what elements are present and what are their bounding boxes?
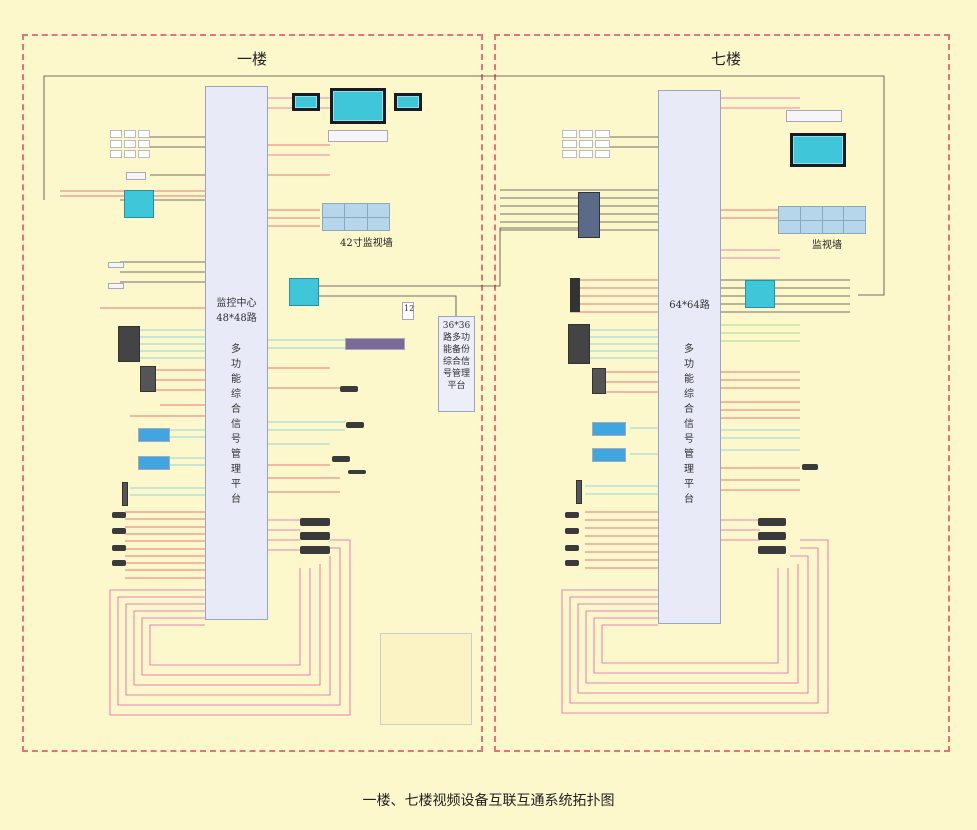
monitor-center-48x48-platform <box>205 86 268 620</box>
platform-title-line2: 48*48路 <box>216 313 257 324</box>
left-top-controller-box <box>328 130 388 142</box>
left-output-device-4 <box>348 470 366 474</box>
right-top-screen <box>790 133 846 167</box>
left-dvr-4 <box>112 560 126 566</box>
left-server-rack <box>140 366 156 392</box>
right-matrix-host <box>745 280 775 308</box>
right-device-stack <box>592 368 606 394</box>
left-monitor-wall-label: 42寸监视墙 <box>340 238 393 249</box>
left-nvr-1 <box>300 518 330 526</box>
right-output-device <box>802 464 818 470</box>
legend-box <box>380 633 472 725</box>
floor-1-region <box>22 34 483 752</box>
right-cyan-device-2 <box>592 448 626 462</box>
platform-title-line1: 监控中心 <box>216 298 257 309</box>
left-matrix-host-2 <box>289 278 319 306</box>
backup-36x36-platform <box>438 316 475 412</box>
left-matrix-host-1 <box>124 190 154 218</box>
small-number-box <box>402 302 414 320</box>
right-platform-title: 64*64路 <box>669 300 710 311</box>
left-dvr-2 <box>112 528 126 534</box>
platform-vertical-label: 多功能综合信号管理平台 <box>231 344 241 505</box>
right-column-rack <box>576 480 582 504</box>
left-dvr-3 <box>112 545 126 551</box>
left-input-box-1 <box>108 262 124 268</box>
right-nvr-3 <box>758 546 786 554</box>
left-cyan-device-2 <box>138 456 170 470</box>
right-keypad-panel <box>562 130 610 158</box>
right-camera-group <box>568 324 590 364</box>
right-top-controller-box <box>786 110 842 122</box>
left-42-inch-monitor-wall <box>322 203 390 231</box>
right-nvr-1 <box>758 518 786 526</box>
backup-platform-label: 36*36路多功能备份综合信号管理平台 <box>442 321 471 391</box>
left-dvr-1 <box>112 512 126 518</box>
left-output-device-1 <box>340 386 358 392</box>
right-platform-vertical-label: 多功能综合信号管理平台 <box>684 344 694 505</box>
right-dvr-1 <box>565 512 579 518</box>
left-cyan-device-1 <box>138 428 170 442</box>
left-camera-rack <box>118 326 140 362</box>
left-top-screen-3 <box>394 93 422 111</box>
right-cyan-device-1 <box>592 422 626 436</box>
left-output-device-3 <box>332 456 350 462</box>
floor-7-title: 七楼 <box>711 50 742 68</box>
right-dvr-3 <box>565 545 579 551</box>
right-dvr-4 <box>565 560 579 566</box>
right-nvr-2 <box>758 532 786 540</box>
right-monitor-wall <box>778 206 866 234</box>
left-output-device-2 <box>346 422 364 428</box>
floor-1-title: 一楼 <box>237 50 268 68</box>
floor-7-region <box>494 34 950 752</box>
right-camera-rack <box>570 278 580 312</box>
left-nvr-2 <box>300 532 330 540</box>
diagram-caption: 一楼、七楼视频设备互联互通系统拓扑图 <box>362 793 615 809</box>
right-monitor-wall-label: 监视墙 <box>812 240 842 251</box>
left-nvr-3 <box>300 546 330 554</box>
right-dvr-2 <box>565 528 579 534</box>
left-top-screen-1 <box>292 93 320 111</box>
seventh-floor-64x64-platform <box>658 90 721 624</box>
left-decoder-device <box>126 172 146 180</box>
small-number-label: 12 <box>404 304 415 313</box>
left-keypad-panel <box>110 130 150 158</box>
left-purple-screens <box>345 338 405 350</box>
right-server-rack <box>578 192 600 238</box>
left-top-screen-2 <box>330 88 386 124</box>
left-input-box-2 <box>108 283 124 289</box>
left-column-rack <box>122 482 128 506</box>
